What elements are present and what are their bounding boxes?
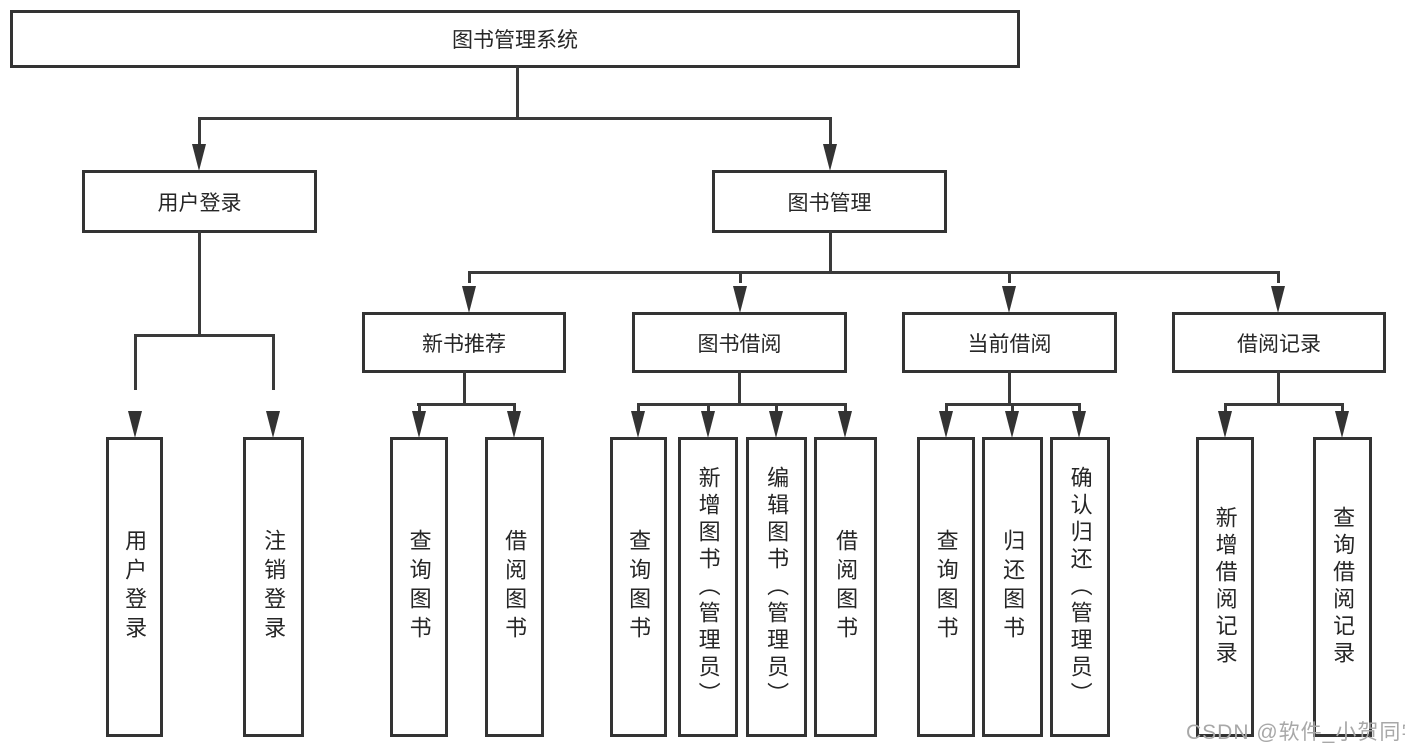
leaf-return-books: 归还图书: [982, 437, 1043, 737]
connector-arrowhead: [939, 411, 953, 438]
connector-line: [468, 271, 1280, 274]
node-label: 图书借阅: [697, 332, 782, 356]
connector-arrowhead: [1005, 411, 1019, 438]
connector-arrowhead: [192, 144, 206, 171]
leaf-confirm-return-admin: 确认归还（管理员）: [1050, 437, 1110, 737]
leaf-logout: 注销登录: [243, 437, 304, 737]
connector-arrowhead: [838, 411, 852, 438]
connector-line: [844, 403, 847, 415]
connector-arrowhead: [1271, 286, 1285, 313]
connector-line: [1341, 403, 1344, 415]
leaf-query-books-borrow: 查询图书: [610, 437, 667, 737]
connector-arrowhead: [412, 411, 426, 438]
node-label: 借阅记录: [1237, 332, 1321, 356]
node-label: 新增借阅记录: [1212, 506, 1238, 668]
node-label: 编辑图书（管理员）: [764, 465, 790, 709]
leaf-query-borrow-record: 查询借阅记录: [1313, 437, 1372, 737]
node-label: 图书管理系统: [452, 29, 578, 52]
node-label: 用户登录: [122, 529, 148, 645]
connector-line: [1008, 271, 1011, 283]
connector-arrowhead: [507, 411, 521, 438]
connector-line: [198, 117, 201, 147]
connector-line: [707, 403, 710, 415]
connector-line: [272, 334, 275, 390]
connector-line: [637, 403, 845, 406]
connector-arrowhead: [701, 411, 715, 438]
node-label: 注销登录: [261, 529, 287, 645]
node-root-library-system: 图书管理系统: [10, 10, 1020, 68]
connector-line: [829, 231, 832, 274]
connector-line: [1008, 371, 1011, 406]
connector-line: [417, 403, 516, 406]
connector-line: [945, 403, 948, 415]
connector-arrowhead: [631, 411, 645, 438]
connector-line: [198, 231, 201, 336]
node-label: 借阅图书: [833, 529, 859, 645]
node-label: 查询图书: [406, 529, 432, 645]
node-new-book-recommend: 新书推荐: [362, 312, 566, 373]
leaf-query-books-current: 查询图书: [917, 437, 975, 737]
node-label: 查询图书: [933, 529, 959, 645]
leaf-borrow-books-recommend: 借阅图书: [485, 437, 544, 737]
node-label: 当前借阅: [967, 332, 1052, 356]
leaf-query-books-recommend: 查询图书: [390, 437, 448, 737]
connector-line: [198, 117, 832, 120]
node-book-borrow: 图书借阅: [632, 312, 847, 373]
csdn-watermark: CSDN @软件_小贺同学: [1186, 721, 1405, 744]
connector-line: [134, 334, 275, 337]
node-label: 用户登录: [157, 191, 242, 215]
node-label: 确认归还（管理员）: [1067, 465, 1093, 709]
node-label: 归还图书: [1000, 529, 1026, 645]
connector-arrowhead: [1072, 411, 1086, 438]
node-label: 新书推荐: [422, 332, 506, 356]
node-label: 借阅图书: [502, 529, 528, 645]
connector-line: [418, 403, 421, 415]
connector-arrowhead: [733, 286, 747, 313]
connector-line: [463, 371, 466, 406]
leaf-user-login: 用户登录: [106, 437, 163, 737]
connector-arrowhead: [1335, 411, 1349, 438]
connector-line: [513, 403, 516, 415]
connector-line: [468, 271, 471, 283]
connector-line: [739, 271, 742, 283]
connector-line: [738, 371, 741, 406]
connector-arrowhead: [462, 286, 476, 313]
connector-line: [1011, 403, 1014, 415]
connector-line: [1224, 403, 1227, 415]
connector-line: [637, 403, 640, 415]
node-user-login: 用户登录: [82, 170, 317, 233]
node-label: 查询借阅记录: [1330, 506, 1356, 668]
connector-line: [516, 66, 519, 119]
connector-arrowhead: [769, 411, 783, 438]
connector-line: [775, 403, 778, 415]
connector-line: [1224, 403, 1344, 406]
connector-line: [1078, 403, 1081, 415]
connector-arrowhead: [128, 411, 142, 438]
leaf-edit-books-admin: 编辑图书（管理员）: [746, 437, 807, 737]
connector-line: [829, 117, 832, 147]
node-book-management: 图书管理: [712, 170, 947, 233]
node-borrow-record: 借阅记录: [1172, 312, 1386, 373]
leaf-borrow-books: 借阅图书: [814, 437, 877, 737]
leaf-add-borrow-record: 新增借阅记录: [1196, 437, 1254, 737]
connector-line: [1277, 371, 1280, 406]
connector-arrowhead: [1218, 411, 1232, 438]
node-label: 图书管理: [787, 191, 872, 215]
node-label: 新增图书（管理员）: [695, 465, 721, 709]
connector-line: [1277, 271, 1280, 283]
connector-arrowhead: [823, 144, 837, 171]
leaf-add-books-admin: 新增图书（管理员）: [678, 437, 738, 737]
connector-arrowhead: [1002, 286, 1016, 313]
connector-line: [134, 334, 137, 390]
connector-arrowhead: [266, 411, 280, 438]
node-label: 查询图书: [626, 529, 652, 645]
node-current-borrow: 当前借阅: [902, 312, 1117, 373]
